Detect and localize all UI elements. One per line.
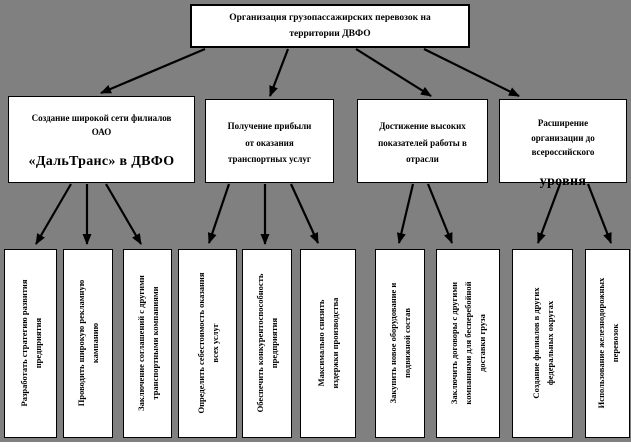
root-goal-box: Организация грузопассажирских перевозок … (190, 4, 470, 48)
arrow-root-goal-4 (423, 48, 520, 97)
goal-box-1: Создание широкой сети филиалов ОАО «Даль… (8, 96, 195, 183)
goal-1-text: Создание широкой сети филиалов ОАО (31, 113, 172, 137)
goal-box-4: Расширение организации до всероссийского… (499, 99, 627, 189)
task-box-1: Разработать стратегию развития предприят… (4, 249, 57, 438)
task-10-text: Использование железнодорожных перевозок (595, 278, 620, 409)
task-box-2: Проводить широкую рекламную кампанию (63, 249, 113, 438)
task-box-8: Заключить договоры с другими компаниями … (436, 249, 500, 438)
goal-box-2: Получение прибыли от оказания транспортн… (205, 99, 334, 183)
goal-box-3: Достижение высоких показателей работы в … (357, 99, 488, 183)
task-8-text: Заключить договоры с другими компаниями … (448, 281, 488, 406)
task-box-3: Заключение соглашений с другими транспор… (123, 249, 172, 438)
task-5-text: Обеспечить конкурентоспособность предпри… (254, 274, 279, 413)
bottom-margin-strip (0, 442, 631, 448)
arrow-root-goal-1 (100, 47, 206, 95)
task-3-text: Заключение соглашений с другими транспор… (135, 275, 160, 412)
goal-2-text: Получение прибыли от оказания транспортн… (227, 121, 312, 165)
task-7-text: Закупить новое оборудование и подвижной … (387, 283, 412, 404)
arrow-root-goal-2 (268, 48, 290, 97)
arrow-goal-1-task-1 (35, 183, 72, 245)
task-box-7: Закупить новое оборудование и подвижной … (375, 249, 425, 438)
goal-4-text: Расширение организации до всероссийского (531, 118, 595, 158)
goal-3-text: Достижение высоких показателей работы в … (378, 121, 467, 165)
task-box-5: Обеспечить конкурентоспособность предпри… (242, 249, 292, 438)
arrow-goal-2-task-6 (289, 183, 320, 244)
root-goal-text: Организация грузопассажирских перевозок … (229, 12, 431, 39)
arrow-goal-2-task-4 (207, 183, 231, 244)
arrow-goal-3-task-8 (426, 183, 454, 244)
task-4-text: Определить себестоимость оказания всех у… (195, 273, 220, 414)
arrow-goal-3-task-7 (396, 183, 415, 244)
task-box-10: Использование железнодорожных перевозок (585, 249, 630, 438)
task-box-4: Определить себестоимость оказания всех у… (178, 249, 237, 438)
arrow-root-goal-3 (355, 48, 432, 97)
task-9-text: Создание филиалов в других федеральных о… (530, 287, 555, 400)
task-box-9: Создание филиалов в других федеральных о… (512, 249, 573, 438)
task-box-6: Максимально снизить издержки производств… (300, 249, 356, 438)
task-1-text: Разработать стратегию развития предприят… (18, 280, 43, 407)
arrow-goal-1-task-3 (105, 183, 142, 245)
task-6-text: Максимально снизить издержки производств… (315, 298, 340, 389)
goal-1-emphasis: «ДальТранс» в ДВФО (28, 153, 175, 169)
task-2-text: Проводить широкую рекламную кампанию (75, 280, 100, 407)
goal-4-emphasis: уровня (539, 173, 587, 189)
